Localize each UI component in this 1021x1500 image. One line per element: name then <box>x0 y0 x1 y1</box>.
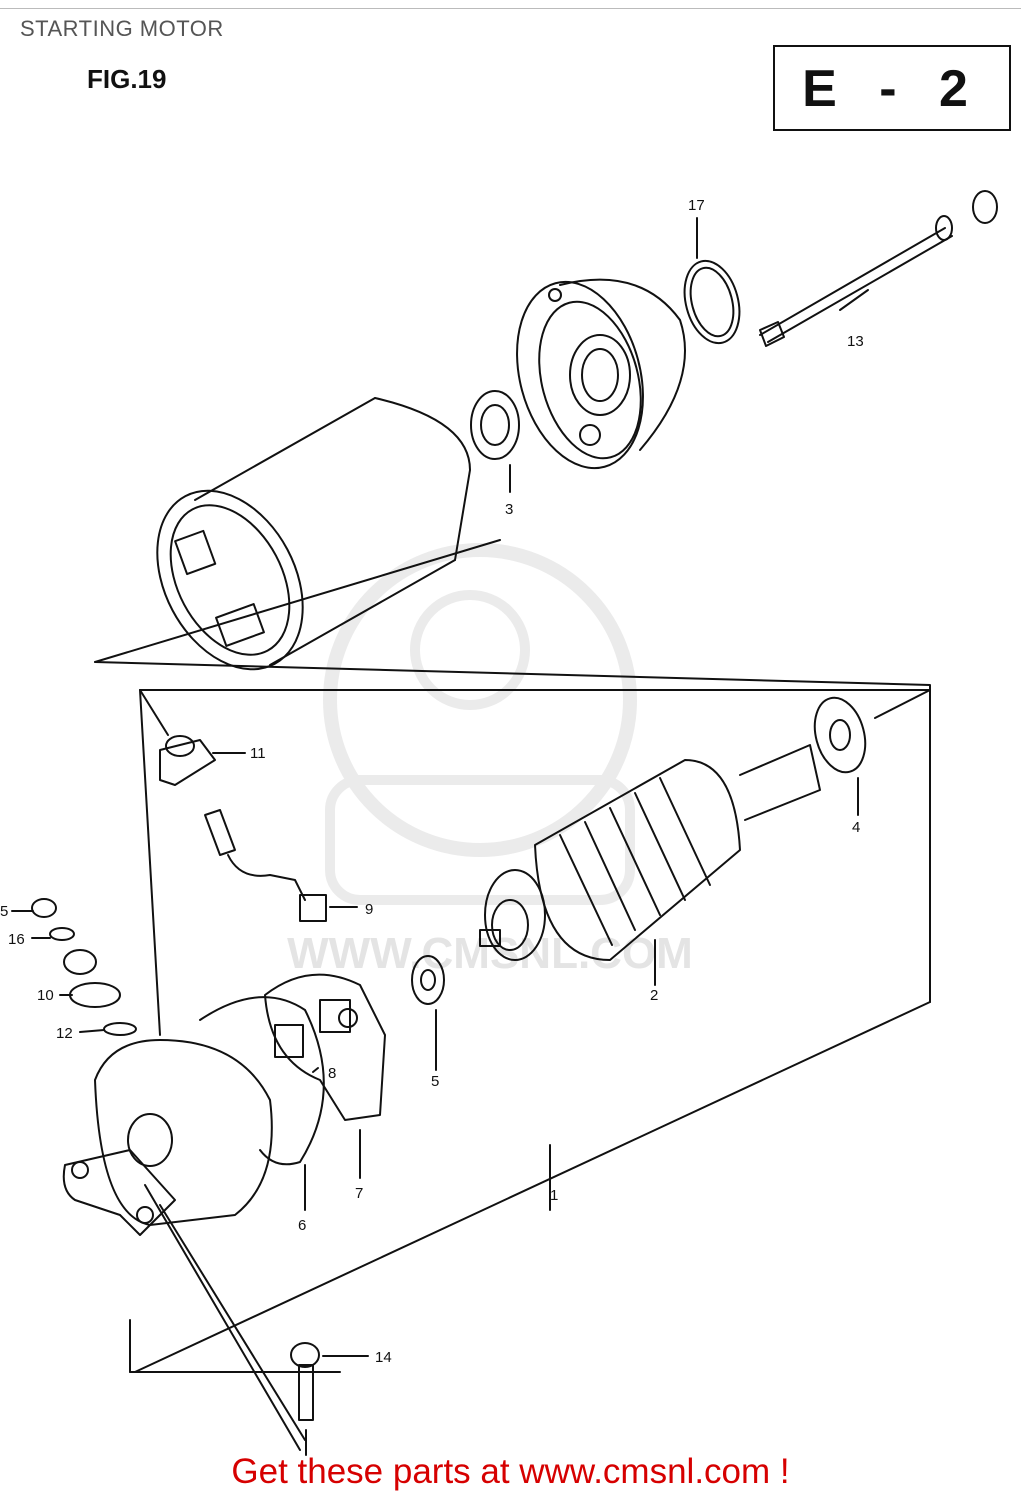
figure-label: FIG.19 <box>87 64 167 94</box>
callout-6: 6 <box>298 1217 306 1234</box>
leader-14c <box>144 1184 301 1451</box>
leader-14b <box>159 1204 306 1441</box>
callout-5-nut: 5 <box>0 903 8 920</box>
callout-8: 8 <box>328 1065 336 1082</box>
callout-11: 11 <box>250 745 266 762</box>
front-bracket <box>62 1039 273 1236</box>
callout-16: 16 <box>8 931 25 948</box>
armature <box>479 744 821 961</box>
callout-13: 13 <box>847 333 864 350</box>
thrust-washer <box>813 696 867 774</box>
callout-12: 12 <box>56 1025 73 1042</box>
o-ring <box>683 259 741 345</box>
leader-4b <box>874 689 931 719</box>
o-ring-large <box>199 996 325 1166</box>
commutator-end-cover <box>516 278 686 470</box>
callout-9: 9 <box>365 901 373 918</box>
leader-11b <box>139 689 169 736</box>
callout-17: 17 <box>688 197 705 214</box>
terminal-insulator <box>159 735 216 786</box>
callout-3: 3 <box>505 501 513 518</box>
shim-washer <box>411 955 445 1005</box>
callout-10: 10 <box>37 987 54 1004</box>
top-rule <box>0 8 1021 9</box>
callout-labels: 1 2 3 4 5 5 6 7 8 9 10 11 12 13 14 16 17 <box>0 197 864 1366</box>
leader-12 <box>79 1029 105 1033</box>
footer-link[interactable]: Get these parts at www.cmsnl.com ! <box>231 1452 790 1491</box>
nut-stack <box>31 898 137 1036</box>
callout-5-washer: 5 <box>431 1073 439 1090</box>
yoke-housing <box>156 397 471 671</box>
watermark-text: WWW.CMSNL.COM <box>287 929 693 978</box>
watermark: WWW.CMSNL.COM <box>287 543 693 978</box>
oil-seal <box>470 390 520 460</box>
section-code: E - 2 <box>802 60 982 118</box>
leader-8 <box>312 1067 319 1073</box>
mounting-screw <box>290 1342 320 1421</box>
callout-14: 14 <box>375 1349 392 1366</box>
brush-lead <box>204 809 327 922</box>
section-code-box: E - 2 <box>773 45 1011 131</box>
brush-holder <box>264 973 386 1121</box>
callout-2: 2 <box>650 987 658 1004</box>
assembly-outline <box>94 539 931 1373</box>
page-title: STARTING MOTOR <box>20 16 224 41</box>
through-bolt <box>759 190 998 347</box>
callout-4: 4 <box>852 819 860 836</box>
leader-13 <box>839 289 869 311</box>
callout-7: 7 <box>355 1185 363 1202</box>
callout-1: 1 <box>550 1187 558 1204</box>
